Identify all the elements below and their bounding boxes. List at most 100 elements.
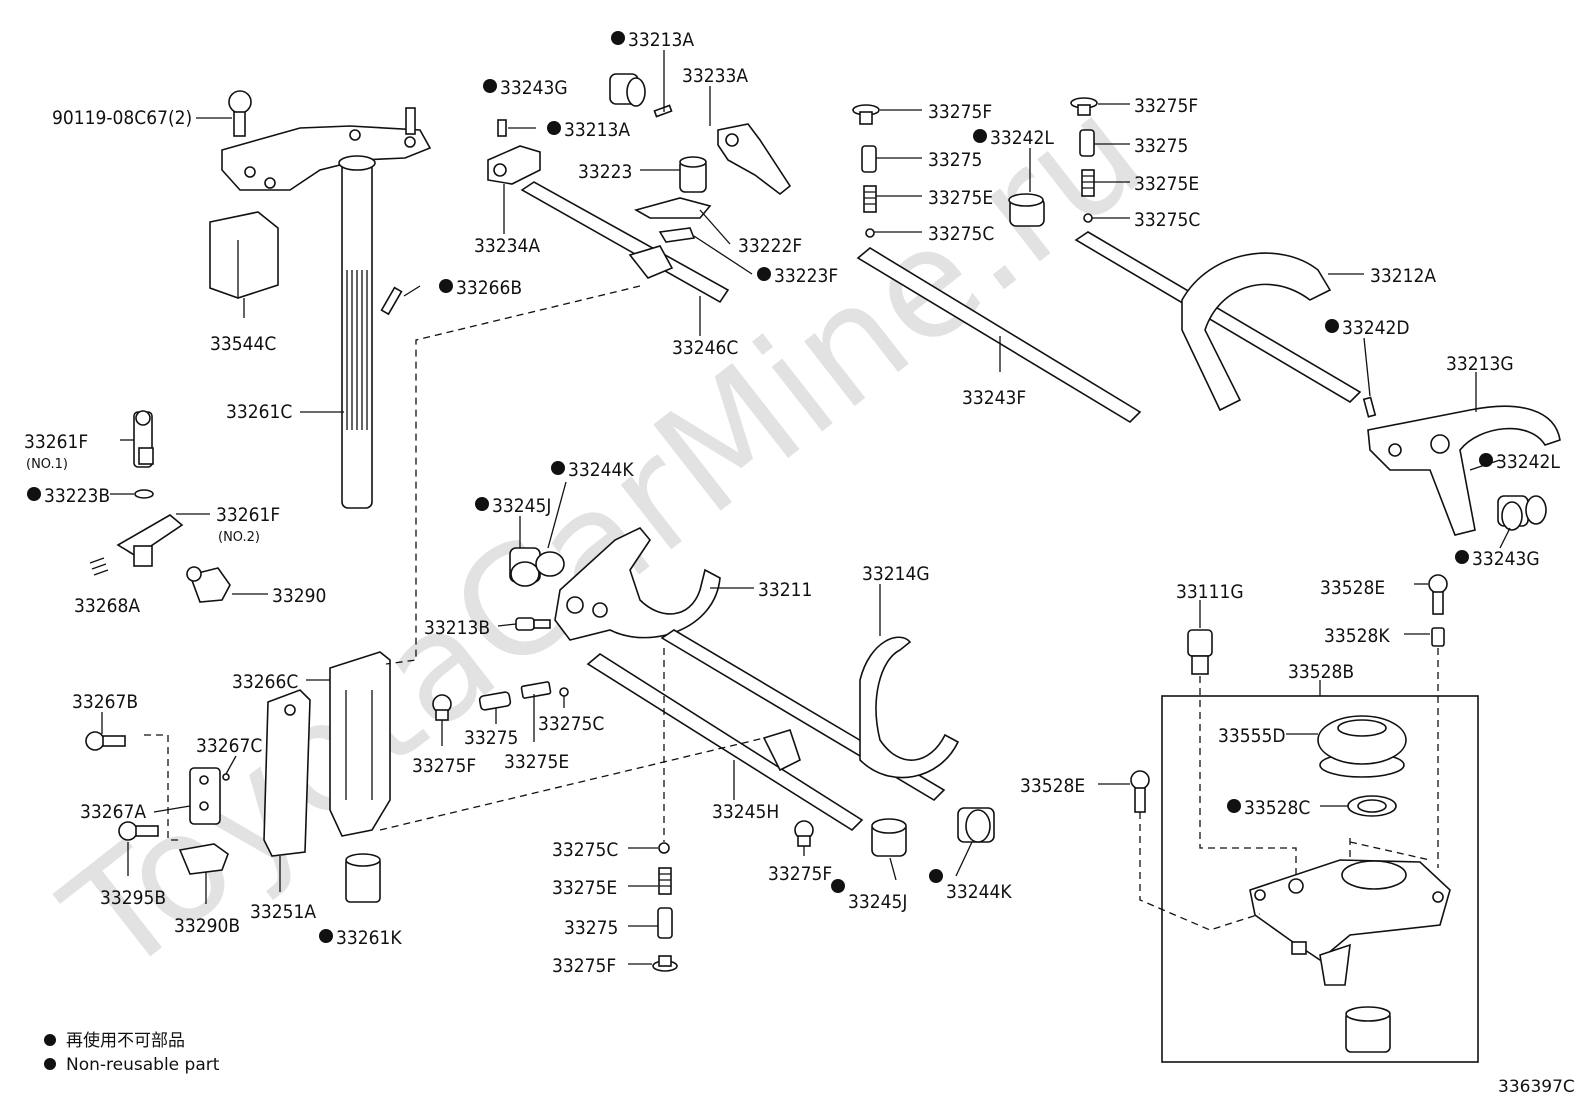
head-33233A [717,123,792,196]
switch-33290B [178,843,229,875]
lock-ball-33261F-no2 [116,514,184,567]
bushing-33242L-a [1008,193,1045,227]
label-33290: 33290 [272,585,326,607]
label-33275F-a: 33275F [928,101,992,123]
label-33222F: 33222F [738,235,802,257]
label-33528K: 33528K [1324,625,1390,647]
spring-33275E-b [1081,169,1095,197]
shift-shaft-33261C [338,155,376,509]
switch-33290 [186,566,231,603]
bushing-33245J-a [509,547,565,587]
pin-33275-d [657,907,673,939]
label-33275-c: 33275 [464,727,518,749]
label-33223B: 33223B [44,485,110,507]
shaft-fork-33212A [1074,231,1362,412]
label-33275E-b: 33275E [1134,173,1199,195]
label-33261F-no1: 33261F [24,431,88,453]
pin-33242D [1362,396,1377,418]
label-33213B: 33213B [424,617,490,639]
label-33223F: 33223F [774,265,838,287]
label-33214G: 33214G [862,563,930,585]
label-no2: (NO.2) [218,530,260,545]
diagram-id: 336397C [1498,1077,1575,1097]
legend-text-en: Non-reusable part [66,1055,220,1075]
lock-ball-33261F-no1 [133,410,154,468]
pin-33528K [1431,627,1445,647]
pin-33275-a [861,145,877,173]
label-33275C-b: 33275C [1134,209,1200,231]
label-33267B: 33267B [72,691,138,713]
plate-33222F [633,197,712,219]
label-33261F-no2: 33261F [216,504,280,526]
label-33268A: 33268A [74,595,140,617]
plug-33275F-b [1070,97,1098,116]
label-33213A-mid: 33213A [564,119,630,141]
label-33275C-d: 33275C [552,839,618,861]
pin-33266B [380,286,403,316]
shaft-33243F [856,247,1142,424]
ball-33275C-a [865,228,875,238]
label-33213A-top: 33213A [628,29,694,51]
ball-33275C-c [559,687,569,697]
label-33275F-d: 33275F [552,955,616,977]
plug-33275F-c [432,694,452,721]
label-33266B: 33266B [456,277,522,299]
bolt-33213B [515,617,551,631]
spring-33275E-d [658,867,672,895]
label-33267A: 33267A [80,801,146,823]
head-33234A [487,145,541,185]
label-33243G-top: 33243G [500,77,568,99]
bushing-33244K-b [957,807,995,843]
label-33528C: 33528C [1244,797,1310,819]
label-33213G: 33213G [1446,353,1514,375]
label-33246C: 33246C [672,337,738,359]
shaft-33245H [586,653,864,832]
shaft-33246C [520,181,730,304]
label-33275F-e: 33275F [768,863,832,885]
bolt-90119 [228,90,252,137]
label-33234A: 33234A [474,235,540,257]
bolt-33295B [118,821,159,841]
bolt-33528E-a [1428,574,1448,615]
pin-33275-b [1079,129,1095,157]
label-33544C: 33544C [210,333,276,355]
dashed-guides [144,285,1439,931]
pin-33213A-mid [497,119,507,137]
label-33275F-c: 33275F [412,755,476,777]
label-33528B: 33528B [1288,661,1354,683]
label-33242L-a: 33242L [990,127,1054,149]
label-33275C-c: 33275C [538,713,604,735]
bracket-33267A [189,767,221,825]
plug-33275F-d [652,955,678,972]
label-33275F-b: 33275F [1134,95,1198,117]
label-33212A: 33212A [1370,265,1436,287]
pin-33213A-top [653,104,673,118]
bushing-33243G-top [609,73,646,107]
bolt-33528E-b [1130,770,1150,813]
label-33211: 33211 [758,579,812,601]
fork-33211 [554,527,721,641]
label-33275E-d: 33275E [552,877,617,899]
label-33275-b: 33275 [1134,135,1188,157]
spring-33275E-a [863,185,877,213]
ball-33275C-b [1083,213,1093,223]
spring-33275E-c [520,681,552,699]
label-90119-08C67: 90119-08C67(2) [52,107,192,129]
label-33528E-a: 33528E [1320,577,1385,599]
housing-33251A [263,689,311,857]
label-33267C: 33267C [196,735,262,757]
retainer-base [1249,859,1451,986]
ball-33275C-d [658,842,670,854]
label-33244K-b: 33244K [946,881,1012,903]
label-33528E-b: 33528E [1020,775,1085,797]
label-33261C: 33261C [226,401,292,423]
label-33111G: 33111G [1176,581,1244,603]
label-33261K: 33261K [336,927,402,949]
breather-33111G [1187,629,1213,675]
label-33245J-a: 33245J [492,495,551,517]
label-33242D: 33242D [1342,317,1410,339]
damper-33544C [209,211,279,299]
label-33243G-b: 33243G [1472,548,1540,570]
label-33245H: 33245H [712,801,779,823]
